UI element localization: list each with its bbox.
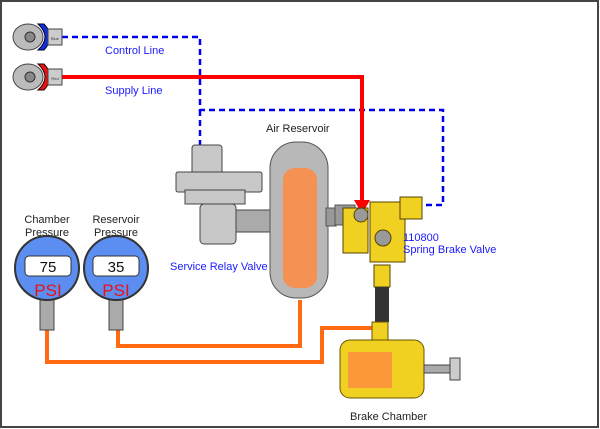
supply-line-label: Supply Line: [105, 85, 163, 97]
brake-chamber-label: Brake Chamber: [350, 411, 427, 423]
chamber-air-line: [45, 326, 378, 364]
control-gladhand[interactable]: Blue: [12, 23, 63, 51]
control-line: [62, 35, 445, 207]
chamber-pressure-gauge: Chamber Pressure 75 PSI: [14, 214, 80, 331]
gauge-unit: PSI: [102, 281, 129, 300]
part-number-label: 110800: [403, 232, 439, 244]
gauge-title: Reservoir: [92, 214, 139, 226]
air-reservoir[interactable]: [269, 141, 337, 299]
chamber-hose: [375, 287, 389, 322]
reservoir-pressure-gauge: Reservoir Pressure 35 PSI: [83, 214, 149, 331]
supply-gladhand-label: Red: [51, 76, 58, 81]
gauge-title: Pressure: [94, 227, 138, 239]
brake-chamber[interactable]: [339, 321, 461, 399]
spring-brake-valve-label: Spring Brake Valve: [403, 244, 496, 256]
gauge-value: 35: [108, 259, 125, 276]
control-line-label: Control Line: [105, 45, 164, 57]
service-relay-valve[interactable]: [175, 144, 271, 245]
air-reservoir-label: Air Reservoir: [266, 123, 330, 135]
service-relay-valve-label: Service Relay Valve: [170, 261, 268, 273]
reservoir-air-line: [116, 300, 302, 348]
spring-brake-valve[interactable]: [334, 196, 423, 288]
gauge-value: 75: [40, 259, 57, 276]
control-gladhand-label: Blue: [51, 36, 60, 41]
gauge-title: Chamber: [24, 214, 70, 226]
gauge-unit: PSI: [34, 281, 61, 300]
supply-gladhand[interactable]: Red: [12, 63, 63, 91]
supply-line: [62, 75, 370, 214]
gauge-title: Pressure: [25, 227, 69, 239]
